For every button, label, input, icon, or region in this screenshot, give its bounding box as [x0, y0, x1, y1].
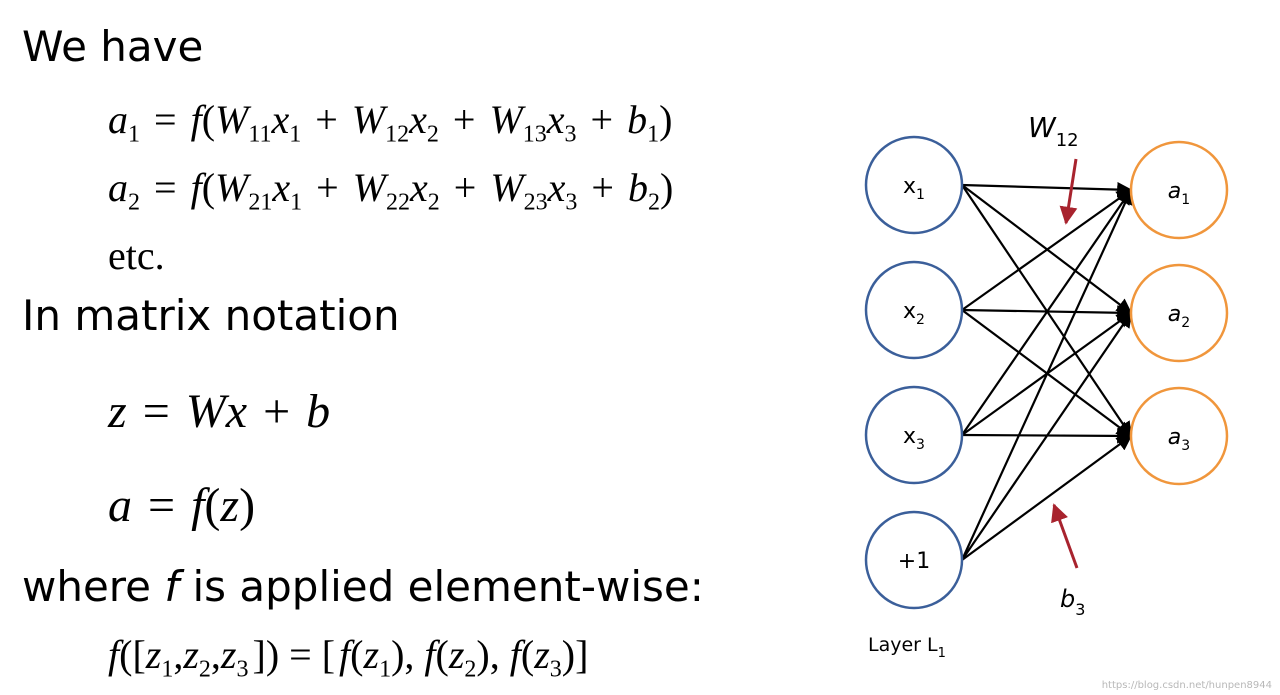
output-node-a3: a3 — [1129, 386, 1229, 486]
bias-node-label: +1 — [898, 549, 930, 574]
input-node-label: x2 — [903, 299, 925, 328]
bias-label-b3: b3 — [1060, 585, 1085, 619]
input-node-circle — [864, 260, 964, 360]
equation-a1: a1 = f(W11x1 + W12x2 + W13x3 + b1) — [108, 97, 673, 148]
equation-z: z = Wx + b — [108, 385, 331, 438]
equation-elementwise: f([z1,z2,z3]) = [f(z1), f(z2), f(z3)] — [108, 632, 589, 683]
input-node-circle — [864, 135, 964, 235]
bias-node-circle — [864, 510, 964, 610]
output-node-label: a1 — [1168, 179, 1190, 208]
output-node-a2: a2 — [1129, 263, 1229, 363]
edge-4-to-1 — [960, 188, 1133, 561]
input-node-x3: x3 — [864, 385, 964, 485]
equation-a: a = f(z) — [108, 479, 256, 532]
etc-text: etc. — [108, 233, 165, 278]
connection-edges — [960, 181, 1133, 561]
edge-1-to-1 — [961, 181, 1133, 198]
bias-node: +1 — [864, 510, 964, 610]
layer-label: Layer L1 — [868, 634, 946, 661]
weight-annotation-arrow — [1059, 158, 1078, 225]
output-node-circle — [1129, 386, 1229, 486]
input-node-x2: x2 — [864, 260, 964, 360]
input-node-label: x1 — [903, 174, 925, 203]
edge-3-to-1 — [961, 188, 1132, 436]
edge-2-to-1 — [961, 189, 1133, 311]
output-node-label: a3 — [1168, 425, 1190, 454]
we-have-heading: We have — [22, 22, 204, 71]
equation-a2: a2 = f(W21x1 + W22x2 + W23x3 + b2) — [108, 165, 674, 216]
neural-network-diagram: x1 x2 x3 +1 a1 a2 a3 W12 b3 Layer L1 — [864, 111, 1229, 661]
input-node-x1: x1 — [864, 135, 964, 235]
edge-4-to-3 — [961, 435, 1133, 561]
output-node-circle — [1129, 263, 1229, 363]
input-node-label: x3 — [903, 424, 925, 453]
watermark: https://blog.csdn.net/hunpen8944 — [1101, 680, 1272, 691]
elementwise-heading: where f is applied element-wise: — [22, 562, 704, 611]
matrix-notation-heading: In matrix notation — [22, 291, 400, 340]
output-node-circle — [1129, 140, 1229, 240]
output-node-label: a2 — [1168, 302, 1190, 331]
edge-4-to-2 — [961, 311, 1132, 561]
weight-label-w12: W12 — [1028, 111, 1079, 151]
bias-annotation-arrow — [1051, 503, 1079, 569]
slide-text: We have a1 = f(W11x1 + W12x2 + W13x3 + b… — [22, 22, 704, 683]
output-node-a1: a1 — [1129, 140, 1229, 240]
input-node-circle — [864, 385, 964, 485]
